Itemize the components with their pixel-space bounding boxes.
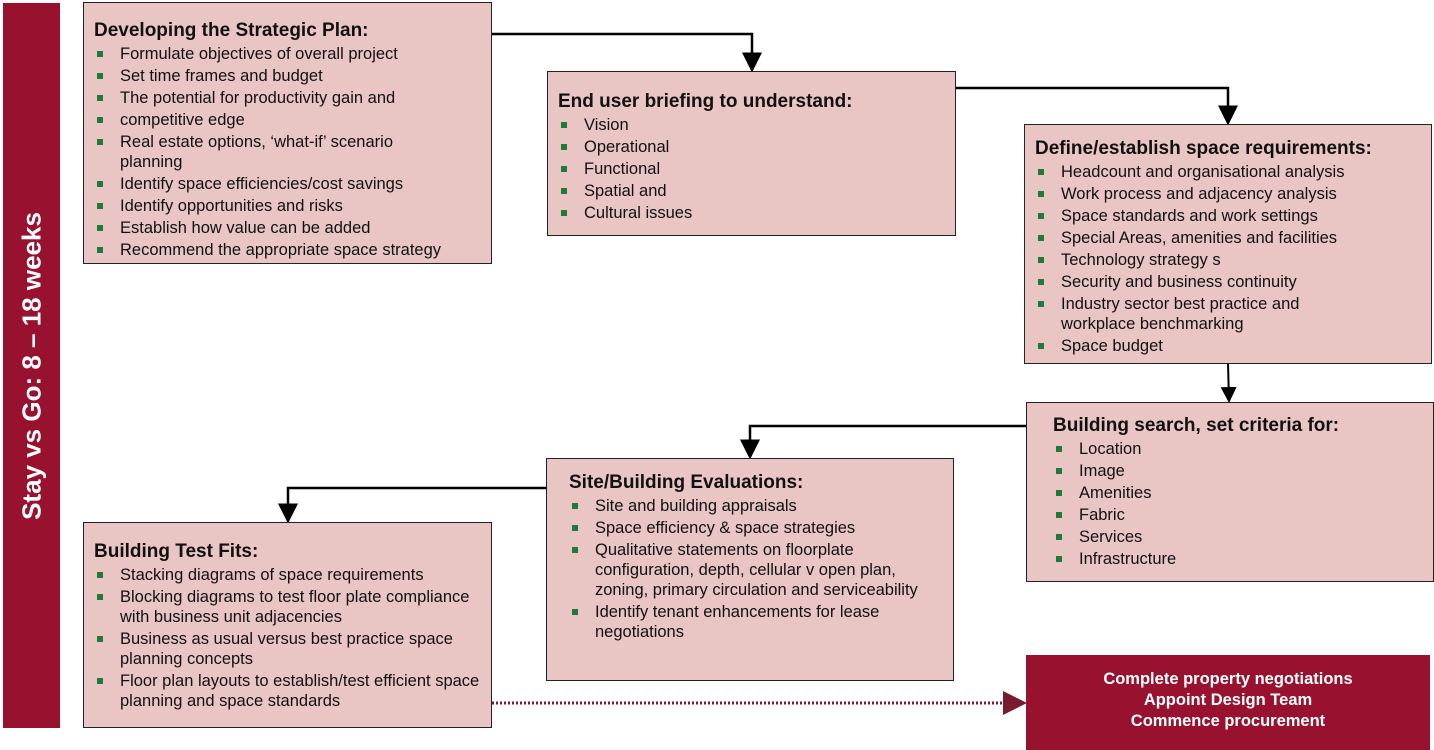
box-end-user-briefing: End user briefing to understand: Vision … <box>547 71 956 236</box>
box-building-test-fits: Building Test Fits: Stacking diagrams of… <box>83 522 492 728</box>
list-item: Space efficiency & space strategies <box>569 518 945 538</box>
list-item: Special Areas, amenities and facilities <box>1035 228 1423 248</box>
list-item: Recommend the appropriate space strategy <box>94 240 483 260</box>
list-item: Services <box>1053 527 1425 547</box>
box-title: Building search, set criteria for: <box>1053 415 1340 436</box>
list-item: Real estate options, ‘what-if’ scenario … <box>94 132 483 172</box>
list-item: Establish how value can be added <box>94 218 483 238</box>
list-item: Technology strategy s <box>1035 250 1423 270</box>
list-item: Operational <box>558 137 947 157</box>
arrow-1-2 <box>492 32 762 73</box>
list-item: Set time frames and budget <box>94 66 483 86</box>
box-title: End user briefing to understand: <box>558 91 853 112</box>
box-title: Developing the Strategic Plan: <box>94 20 369 41</box>
final-step-box: Complete property negotiations Appoint D… <box>1026 655 1430 750</box>
box-space-requirements: Define/establish space requirements: Hea… <box>1024 124 1432 364</box>
list-item: competitive edge <box>94 110 483 130</box>
box-title: Building Test Fits: <box>94 541 259 562</box>
list-item: Headcount and organisational analysis <box>1035 162 1423 182</box>
box-title: Site/Building Evaluations: <box>569 472 804 493</box>
list-item: Space standards and work settings <box>1035 206 1423 226</box>
list-item: Image <box>1053 461 1425 481</box>
list-item: Vision <box>558 115 947 135</box>
list-item: Spatial and <box>558 181 947 201</box>
arrow-2-3 <box>956 86 1238 126</box>
list-item: The potential for productivity gain and <box>94 88 483 108</box>
list-item: Blocking diagrams to test floor plate co… <box>94 587 483 627</box>
list-item: Functional <box>558 159 947 179</box>
list-item: Location <box>1053 439 1425 459</box>
list-item: Industry sector best practice and workpl… <box>1035 294 1423 334</box>
list-item: Business as usual versus best practice s… <box>94 629 483 669</box>
timeline-banner: Stay vs Go: 8 – 18 weeks <box>3 3 60 728</box>
list-item: Stacking diagrams of space requirements <box>94 565 483 585</box>
arrow-3-4 <box>1220 362 1237 403</box>
list-item: Amenities <box>1053 483 1425 503</box>
list-item: Qualitative statements on floorplate con… <box>569 540 945 600</box>
list-item: Security and business continuity <box>1035 272 1423 292</box>
arrow-5-6 <box>278 486 546 524</box>
list-item: Floor plan layouts to establish/test eff… <box>94 671 483 711</box>
list-item: Infrastructure <box>1053 549 1425 569</box>
box-site-evaluations: Site/Building Evaluations: Site and buil… <box>546 458 954 681</box>
list-item: Formulate objectives of overall project <box>94 44 483 64</box>
list-item: Space budget <box>1035 336 1423 356</box>
list-item: Fabric <box>1053 505 1425 525</box>
box-title: Define/establish space requirements: <box>1035 138 1372 159</box>
list-item: Work process and adjacency analysis <box>1035 184 1423 204</box>
list-item: Identify tenant enhancements for lease n… <box>569 602 945 642</box>
arrow-4-5 <box>740 424 1026 460</box>
list-item: Cultural issues <box>558 203 947 223</box>
box-building-search: Building search, set criteria for: Locat… <box>1026 402 1434 582</box>
box-strategic-plan: Developing the Strategic Plan: Formulate… <box>83 2 492 264</box>
final-line: Commence procurement <box>1130 712 1326 730</box>
final-line: Complete property negotiations <box>1103 670 1353 688</box>
final-line: Appoint Design Team <box>1143 691 1313 709</box>
list-item: Identify opportunities and risks <box>94 196 483 216</box>
list-item: Site and building appraisals <box>569 496 945 516</box>
list-item: Identify space efficiencies/cost savings <box>94 174 483 194</box>
